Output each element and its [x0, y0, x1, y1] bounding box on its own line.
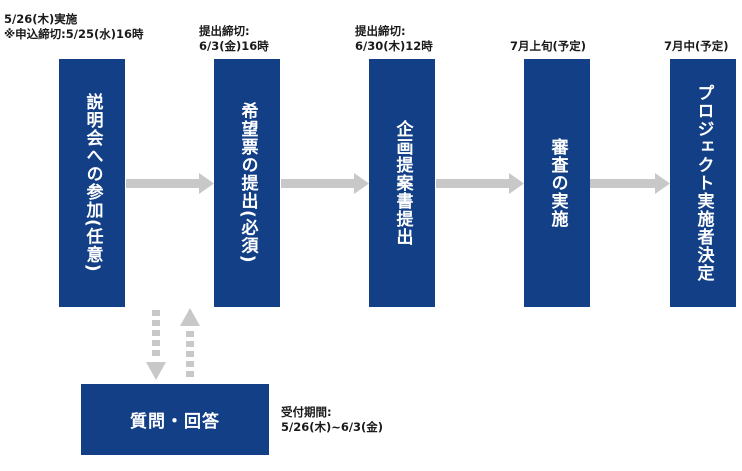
step1-deadline: ※申込締切:5/25(水)16時 — [4, 27, 144, 41]
step-box-proposal-submission: 企画提案書提出 — [369, 59, 435, 307]
step4-note-date: 7月上旬(予定) — [510, 39, 587, 53]
step2-note: 提出締切: 6/3(金)16時 — [199, 24, 269, 54]
step-box-proposal-submission-label: 企画提案書提出 — [392, 120, 413, 246]
right-arrow-2 — [281, 173, 369, 194]
step4-note: 7月上旬(予定) — [510, 39, 586, 54]
up-dotted-arrow — [180, 308, 200, 377]
step-box-briefing: 説明会への参加(任意) — [59, 59, 125, 307]
right-arrow-3 — [436, 173, 524, 194]
step-box-decision-label: プロジェクト実施者決定 — [693, 84, 714, 282]
qa-period-note: 受付期間: 5/26(木)~6/3(金) — [281, 405, 383, 435]
step1-note: 5/26(木)実施 ※申込締切:5/25(水)16時 — [4, 12, 144, 42]
step-box-decision: プロジェクト実施者決定 — [670, 59, 736, 307]
step-box-review: 審査の実施 — [524, 59, 590, 307]
step3-note-date: 6/30(木)12時 — [355, 39, 433, 53]
step3-note-label: 提出締切: — [355, 24, 406, 38]
qa-period-label: 受付期間: — [281, 405, 332, 419]
qa-label: 質問・回答 — [130, 412, 220, 432]
step-box-preference-form: 希望票の提出(必須) — [214, 59, 280, 307]
right-arrow-4 — [590, 173, 670, 194]
qa-box: 質問・回答 — [81, 384, 269, 455]
step5-note: 7月中(予定) — [664, 39, 729, 54]
right-arrow-1 — [126, 173, 214, 194]
step-box-review-label: 審査の実施 — [547, 138, 568, 228]
qa-period-value: 5/26(木)~6/3(金) — [281, 420, 384, 434]
down-dotted-arrow — [146, 310, 166, 380]
step2-note-date: 6/3(金)16時 — [199, 39, 269, 53]
step2-note-label: 提出締切: — [199, 24, 250, 38]
step5-note-date: 7月中(予定) — [664, 39, 729, 53]
step-box-briefing-label: 説明会への参加(任意) — [82, 93, 103, 273]
step-box-preference-form-label: 希望票の提出(必須) — [237, 102, 258, 264]
step1-date: 5/26(木)実施 — [4, 12, 78, 26]
step3-note: 提出締切: 6/30(木)12時 — [355, 24, 433, 54]
